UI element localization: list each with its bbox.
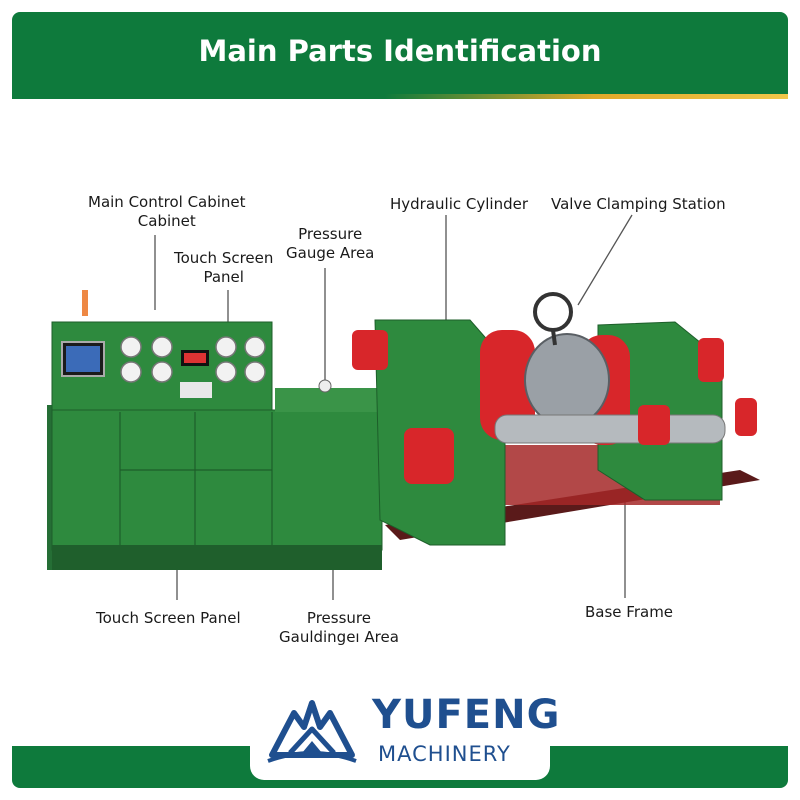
valve-handwheel	[533, 292, 573, 332]
label-touch-screen-bottom: Touch Screen Panel	[96, 609, 241, 627]
label-pressure-bottom: Pressure Gauldingeı Area	[279, 609, 399, 647]
label-pressure-bottom-line1: Pressure	[306, 609, 371, 627]
cylinder-cap-left-bottom	[404, 428, 454, 484]
label-pressure-gauge-top-line2: Gauge Area	[286, 244, 375, 262]
signal-light	[82, 290, 88, 316]
control-console	[47, 290, 383, 570]
label-touch-screen-top-line2: Panel	[203, 268, 244, 286]
cylinder-cap-right-bottom	[735, 398, 757, 436]
test-bench	[352, 292, 760, 546]
label-main-control-cabinet: Main Control Cabinet Cabinet	[88, 193, 246, 231]
title-banner: Main Parts Identification	[12, 12, 788, 94]
cabinet-body	[51, 409, 383, 551]
pressure-gauge	[318, 379, 332, 393]
rod-end-cap	[638, 405, 670, 445]
touch-screen-display	[66, 346, 100, 372]
label-hydraulic-cylinder: Hydraulic Cylinder	[390, 195, 529, 213]
logo-panel	[250, 680, 550, 780]
page-title: Main Parts Identification	[198, 34, 602, 68]
yufeng-logo-icon	[267, 700, 357, 763]
title-stripe	[12, 94, 788, 99]
cylinder-cap-left-top	[352, 330, 388, 370]
label-touch-screen-top-line1: Touch Screen	[174, 249, 274, 267]
left-clamp-plate	[480, 330, 535, 440]
label-main-control-cabinet-line2: Cabinet	[137, 212, 196, 230]
button-panel	[180, 382, 212, 398]
brand-name: YUFENG	[372, 692, 561, 738]
label-touch-screen-top: Touch Screen Panel	[174, 249, 273, 287]
label-main-control-cabinet-line1: Main Control Cabinet	[88, 193, 246, 211]
console-desk	[275, 388, 383, 412]
leader-valve-clamping	[577, 214, 633, 306]
label-valve-clamping-station: Valve Clamping Station	[551, 195, 726, 213]
label-pressure-bottom-line2: Gauldingeı Area	[279, 628, 399, 646]
label-pressure-gauge-top-line1: Pressure	[298, 225, 363, 243]
hydraulic-rod	[494, 414, 726, 444]
valve-body	[524, 333, 610, 427]
cylinder-cap-right-top	[698, 338, 724, 382]
brand-subtitle: MACHINERY	[378, 742, 511, 766]
label-base-frame: Base Frame	[585, 603, 674, 621]
cabinet-base	[52, 545, 382, 570]
label-pressure-gauge-top: Pressure Gauge Area	[286, 225, 374, 263]
gauge-cluster	[120, 336, 266, 383]
cabinet-doors	[119, 412, 273, 545]
digital-display-readout	[184, 353, 206, 363]
